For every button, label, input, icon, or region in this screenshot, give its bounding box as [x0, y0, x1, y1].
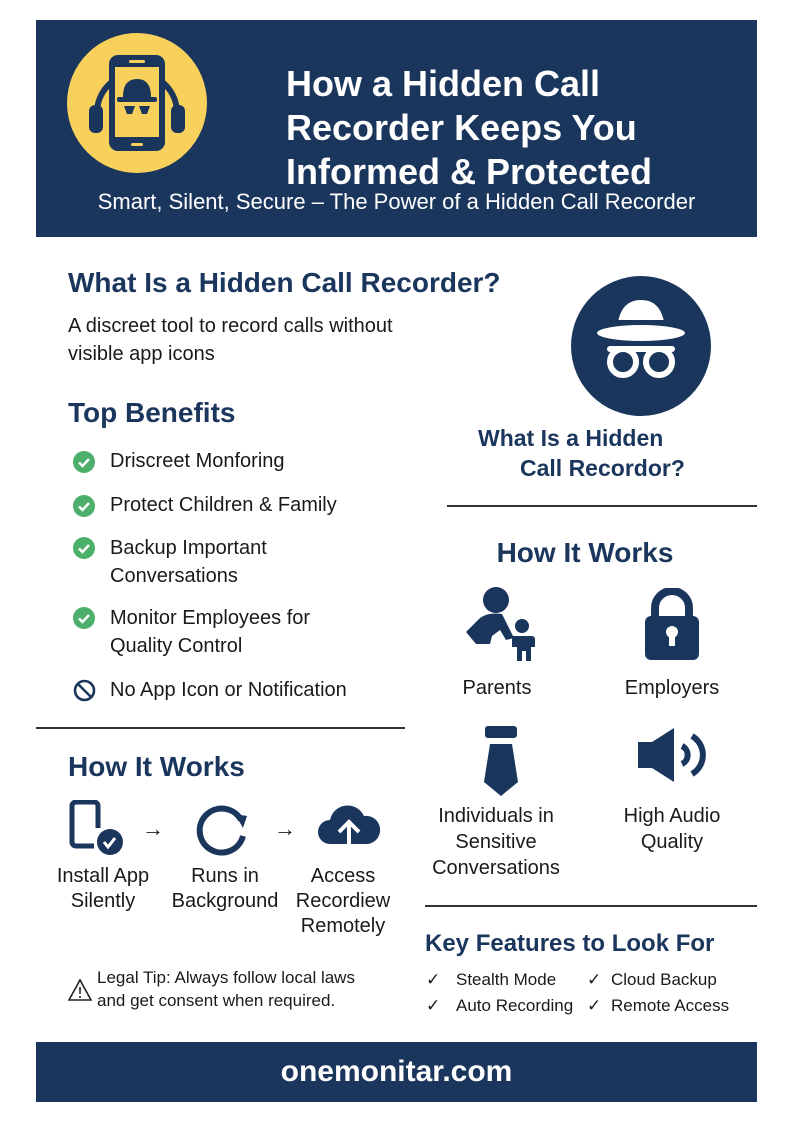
divider [425, 905, 757, 907]
step-line: Recordiew [295, 890, 391, 912]
label-line: Quality [640, 831, 704, 853]
speaker-icon [638, 728, 706, 782]
step-line: Runs in [191, 865, 259, 887]
title-line: Informed & Protected [286, 151, 653, 192]
check-icon: ✓ [587, 996, 602, 1015]
label-line: Sensitive [455, 831, 537, 853]
benefit-line: Quality Control [110, 635, 243, 657]
step-line: Remotely [300, 915, 386, 937]
title-line: Recorder Keeps You [286, 107, 637, 148]
divider [447, 505, 757, 507]
arrow-icon: → [274, 816, 296, 841]
phone-check-icon [69, 800, 123, 855]
warning-icon [67, 978, 93, 1001]
check-circle-icon [73, 495, 95, 517]
how-it-works-right-heading: How It Works [496, 537, 674, 568]
feature-item: Remote Access [611, 996, 730, 1015]
tie-icon [484, 726, 518, 796]
benefit-item: Backup Important Conversations [110, 534, 267, 590]
subtitle: Smart, Silent, Secure – The Power of a H… [97, 189, 696, 214]
page-title: How a Hidden Call Recorder Keeps You Inf… [286, 62, 766, 194]
check-icon: ✓ [587, 970, 602, 989]
footer-site-link[interactable]: onemonitar.com [36, 1042, 757, 1102]
audience-individuals: Individuals in Sensitive Conversations [416, 803, 576, 881]
feature-audio-quality: High Audio Quality [602, 803, 742, 855]
divider [36, 727, 405, 729]
what-is-heading: What Is a Hidden Call Recorder? [68, 267, 501, 298]
header-banner: How a Hidden Call Recorder Keeps You Inf… [36, 20, 757, 237]
parent-child-icon [466, 587, 535, 661]
audience-employers: Employers [624, 677, 720, 699]
check-icon: ✓ [426, 970, 441, 989]
check-circle-icon [73, 607, 95, 629]
what-is-caption: What Is a Hidden Call Recordor? [478, 423, 685, 483]
step-line: Install App [56, 865, 150, 887]
feature-item: Auto Recording [456, 996, 574, 1015]
check-icon: ✓ [426, 996, 441, 1015]
feature-item: Cloud Backup [611, 970, 717, 989]
how-it-works-heading: How It Works [68, 751, 245, 782]
title-line: How a Hidden Call [286, 63, 601, 104]
legal-tip-line: Legal Tip: Always follow local laws [97, 968, 355, 987]
description-line: visible app icons [68, 343, 215, 365]
lock-icon [645, 588, 699, 660]
benefit-item: Protect Children & Family [110, 494, 337, 516]
legal-tip-line: and get consent when required. [97, 991, 336, 1010]
step-access-remotely: Access Recordiew Remotely [283, 864, 403, 939]
benefit-line: Monitor Employees for [110, 607, 311, 629]
feature-item: Stealth Mode [456, 970, 557, 989]
benefit-item: Driscreet Monforing [110, 450, 285, 472]
step-line: Access [310, 865, 376, 887]
benefit-line: Backup Important [110, 537, 267, 559]
label-line: High Audio [623, 805, 721, 827]
benefit-line: Conversations [110, 565, 238, 587]
check-circle-icon [73, 451, 95, 473]
audience-parents: Parents [462, 677, 532, 699]
spy-phone-logo-icon [67, 33, 207, 173]
key-features-heading: Key Features to Look For [425, 930, 715, 957]
cloud-upload-icon [318, 805, 381, 854]
label-line: Conversations [432, 857, 560, 879]
benefit-item: Monitor Employees for Quality Control [110, 604, 310, 660]
legal-tip: Legal Tip: Always follow local laws and … [97, 966, 355, 1012]
description-line: A discreet tool to record calls without [68, 315, 393, 337]
spy-hat-glasses-icon [571, 276, 711, 416]
step-install-app: Install App Silently [43, 864, 163, 914]
prohibited-icon [73, 679, 96, 702]
benefits-heading: Top Benefits [68, 397, 236, 428]
step-line: Silently [70, 890, 136, 912]
caption-line: Call Recordor? [520, 455, 685, 481]
caption-line: What Is a Hidden [478, 425, 664, 451]
benefit-item: No App Icon or Notification [110, 679, 347, 701]
refresh-icon [196, 805, 247, 856]
check-circle-icon [73, 537, 95, 559]
step-line: Background [171, 890, 279, 912]
label-line: Individuals in [438, 805, 554, 827]
step-runs-background: Runs in Background [165, 864, 285, 914]
arrow-icon: → [142, 816, 164, 841]
what-is-description: A discreet tool to record calls without … [68, 312, 393, 368]
